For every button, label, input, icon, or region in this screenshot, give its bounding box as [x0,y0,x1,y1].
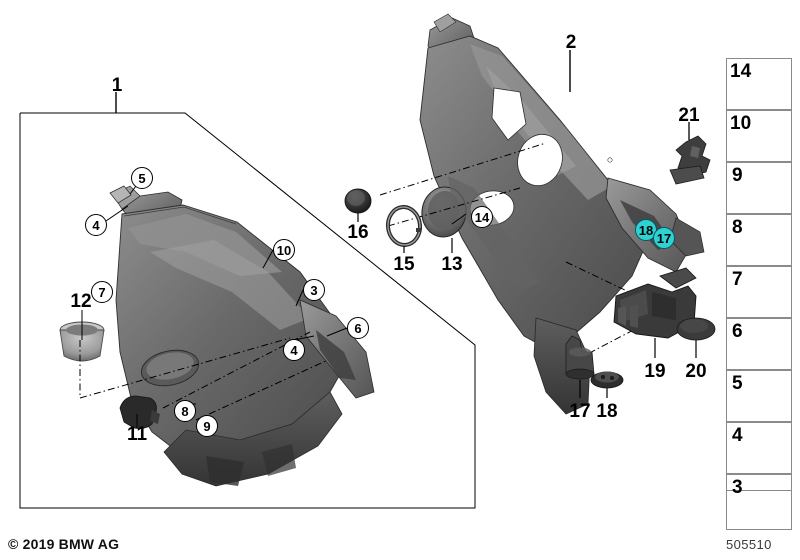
part-18-nut [590,371,624,398]
callout-7[interactable]: 7 [91,281,113,303]
callout-4-upper[interactable]: 4 [85,214,107,236]
callout-9[interactable]: 9 [196,415,218,437]
copyright-notice: © 2019 BMW AG [8,536,120,552]
parts-box-label-7: 7 [732,269,743,290]
right-trim-panel [419,13,705,415]
callout-3[interactable]: 3 [303,279,325,301]
parts-box-6[interactable] [726,318,792,370]
parts-box-label-14: 14 [730,61,752,82]
callout-5[interactable]: 5 [131,167,153,189]
part-label-17: 17 [569,401,591,422]
parts-box-9[interactable] [726,162,792,214]
callout-17-highlighted[interactable]: 17 [653,227,675,249]
parts-box-label-4: 4 [732,425,743,446]
callout-14[interactable]: 14 [471,206,493,228]
callout-18-highlighted[interactable]: 18 [635,219,657,241]
part-label-13: 13 [441,254,463,275]
parts-box-4[interactable] [726,422,792,474]
part-17-housing [565,335,595,398]
parts-box-label-3: 3 [732,477,743,498]
parts-box-label-10: 10 [730,113,752,134]
parts-box-label-8: 8 [732,217,743,238]
part-label-21: 21 [678,105,700,126]
part-20-cover [676,317,716,358]
parts-box-direction[interactable] [726,490,792,530]
part-label-19: 19 [644,361,666,382]
parts-box-8[interactable] [726,214,792,266]
left-leader-lines [79,331,329,421]
part-label-11: 11 [126,424,148,445]
parts-box-7[interactable] [726,266,792,318]
part-16-cap [344,188,372,222]
diagram-id-label: 505510 [726,537,772,552]
parts-box-label-5: 5 [732,373,743,394]
parts-box-label-6: 6 [732,321,743,342]
parts-box-5[interactable] [726,370,792,422]
assembly-1-boundary [19,112,476,509]
parts-box-14[interactable] [726,58,792,110]
callout-10[interactable]: 10 [273,239,295,261]
part-label-15: 15 [393,254,415,275]
assembly-label-2: 2 [565,32,577,53]
callout-8[interactable]: 8 [174,400,196,422]
callout-6[interactable]: 6 [347,317,369,339]
part-label-18: 18 [596,401,618,422]
part-19-connector [613,267,697,358]
assembly-label-1: 1 [111,75,123,96]
part-11-cap [119,395,160,429]
parts-box-10[interactable] [726,110,792,162]
callout-4-lower[interactable]: 4 [283,339,305,361]
part-21-bracket [669,122,711,185]
part-label-16: 16 [347,222,369,243]
part-label-20: 20 [685,361,707,382]
part-label-12: 12 [70,291,92,312]
callout-14-leader [451,213,467,225]
parts-box-label-9: 9 [732,165,743,186]
part-15-ring [385,205,423,253]
